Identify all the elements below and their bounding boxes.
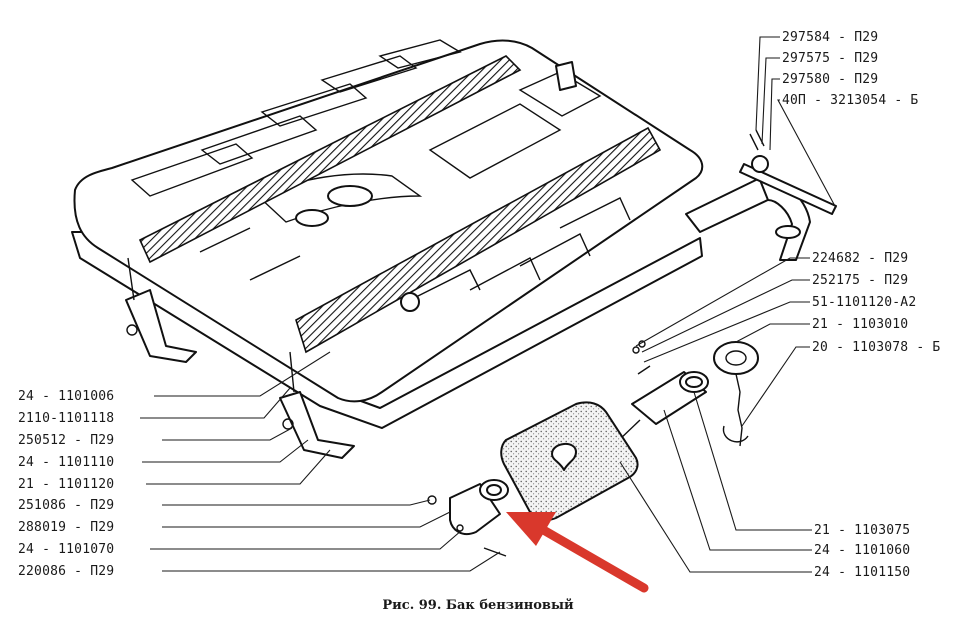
vent-tube: [739, 163, 837, 215]
filler-pipe-assembly: [685, 129, 837, 261]
label-left-8: 24 - 1101070: [18, 542, 114, 557]
drain-plug: [400, 292, 420, 312]
labels-right-top: 297584 - П29 297575 - П29 297580 - П29 4…: [782, 30, 918, 108]
label-right-top-1: 297584 - П29: [782, 30, 878, 45]
label-left-2: 2110-1101118: [18, 411, 114, 426]
label-right-bottom-2: 24 - 1101060: [814, 543, 910, 558]
leader-lines: [140, 36, 837, 573]
seam-strip-rear: [295, 126, 662, 354]
label-left-5: 21 - 1101120: [18, 477, 114, 492]
label-right-bottom-3: 24 - 1101150: [814, 565, 910, 580]
label-right-mid-4: 21 - 1103010: [812, 317, 908, 332]
label-left-7: 288019 - П29: [18, 520, 114, 535]
label-right-top-2: 297575 - П29: [782, 51, 878, 66]
label-right-mid-2: 252175 - П29: [812, 273, 908, 288]
label-right-top-3: 297580 - П29: [782, 72, 878, 87]
drain-hose-assembly: [427, 479, 509, 557]
label-right-mid-5: 20 - 1103078 - Б: [812, 340, 940, 355]
label-left-1: 24 - 1101006: [18, 389, 114, 404]
filler-neck-assembly: [595, 340, 759, 463]
fuel-tank: [71, 39, 704, 459]
fuel-gauge-mount: [327, 185, 373, 207]
label-right-mid-1: 224682 - П29: [812, 251, 908, 266]
label-left-3: 250512 - П29: [18, 433, 114, 448]
labels-right-bottom: 21 - 1103075 24 - 1101060 24 - 1101150: [814, 523, 910, 580]
highlight-arrow: [506, 512, 649, 593]
seam-strip-front: [138, 55, 522, 264]
label-right-mid-3: 51-1101120-А2: [812, 295, 916, 310]
label-left-6: 251086 - П29: [18, 498, 114, 513]
label-right-top-4: 40П - 3213054 - Б: [782, 93, 918, 108]
mounting-bracket-center: [279, 391, 355, 459]
label-left-9: 220086 - П29: [18, 564, 114, 579]
mounting-bracket-left: [125, 289, 197, 363]
figure-caption: Рис. 99. Бак бензиновый: [382, 598, 574, 613]
label-right-bottom-1: 21 - 1103075: [814, 523, 910, 538]
labels-left: 24 - 1101006 2110-1101118 250512 - П29 2…: [18, 389, 114, 579]
labels-right-mid: 224682 - П29 252175 - П29 51-1101120-А2 …: [812, 251, 940, 355]
clamp: [751, 155, 769, 173]
fuel-cap: [713, 341, 759, 375]
label-left-4: 24 - 1101110: [18, 455, 114, 470]
